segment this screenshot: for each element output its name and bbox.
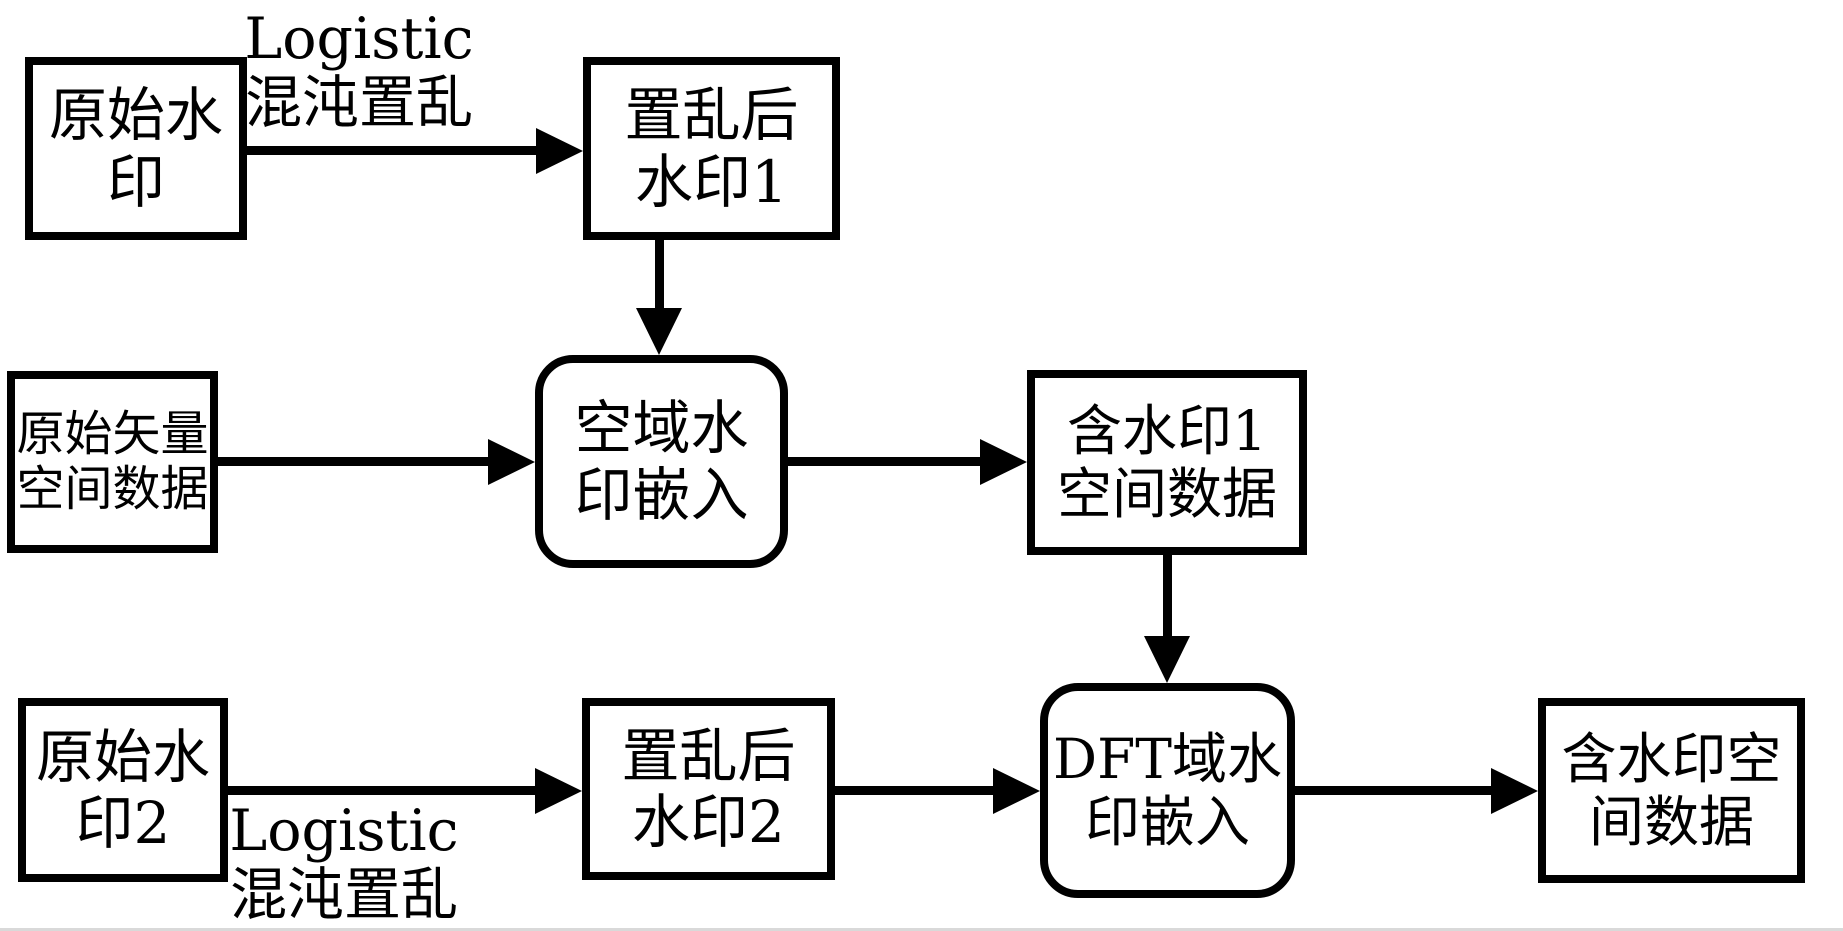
node-dft-domain-embedding-label: DFT域水 印嵌入 [1053, 726, 1282, 854]
arrow-watermarked1-to-dft-embedding-line [1163, 555, 1172, 637]
arrow-spatial-embedding-to-watermarked1-head [980, 439, 1027, 485]
arrow-dft-embedding-to-watermarked-data-line [1295, 786, 1492, 795]
arrow-vector-data-to-spatial-embedding-head [488, 439, 535, 485]
node-dft-domain-embedding: DFT域水 印嵌入 [1040, 683, 1295, 898]
arrow-scrambled-watermark-1-to-spatial-embedding-head [636, 308, 682, 355]
node-original-watermark-2-label: 原始水 印2 [35, 722, 210, 857]
arrow-scrambled-watermark-2-to-dft-embedding-head [993, 768, 1040, 814]
node-watermarked-spatial-data: 含水印空 间数据 [1538, 698, 1805, 883]
arrow-original-watermark-to-scrambled-watermark-1-line [247, 146, 537, 155]
arrow-watermarked1-to-dft-embedding-head [1144, 636, 1190, 683]
arrow-original-watermark-2-to-scrambled-watermark-2-line [228, 786, 536, 795]
node-scrambled-watermark-1-label: 置乱后 水印1 [624, 81, 799, 216]
node-scrambled-watermark-2-label: 置乱后 水印2 [621, 721, 796, 856]
node-spatial-domain-embedding: 空域水 印嵌入 [535, 355, 788, 568]
node-watermarked1-spatial-data: 含水印1 空间数据 [1027, 370, 1307, 555]
edge-label-logistic-scrambling-top: Logistic 混沌置乱 [244, 6, 474, 136]
bottom-edge-rule [0, 928, 1843, 931]
arrow-scrambled-watermark-2-to-dft-embedding-line [835, 786, 994, 795]
node-original-vector-spatial-data-label: 原始矢量 空间数据 [16, 406, 209, 517]
node-watermarked-spatial-data-label: 含水印空 间数据 [1561, 726, 1782, 854]
edge-label-logistic-scrambling-bottom: Logistic 混沌置乱 [229, 798, 459, 928]
node-spatial-domain-embedding-label: 空域水 印嵌入 [574, 394, 749, 529]
arrow-original-watermark-2-to-scrambled-watermark-2-head [535, 768, 582, 814]
node-original-watermark-2: 原始水 印2 [18, 698, 228, 882]
node-original-watermark-1: 原始水 印 [25, 57, 247, 240]
node-watermarked1-spatial-data-label: 含水印1 空间数据 [1056, 398, 1277, 526]
node-original-vector-spatial-data: 原始矢量 空间数据 [7, 371, 218, 553]
arrow-spatial-embedding-to-watermarked1-line [788, 457, 981, 466]
arrow-vector-data-to-spatial-embedding-line [218, 457, 489, 466]
arrow-scrambled-watermark-1-to-spatial-embedding-line [655, 240, 664, 309]
node-scrambled-watermark-1: 置乱后 水印1 [583, 57, 840, 240]
arrow-dft-embedding-to-watermarked-data-head [1491, 768, 1538, 814]
arrow-original-watermark-to-scrambled-watermark-1-head [536, 128, 583, 174]
node-scrambled-watermark-2: 置乱后 水印2 [582, 698, 835, 880]
node-original-watermark-1-label: 原始水 印 [48, 81, 223, 216]
